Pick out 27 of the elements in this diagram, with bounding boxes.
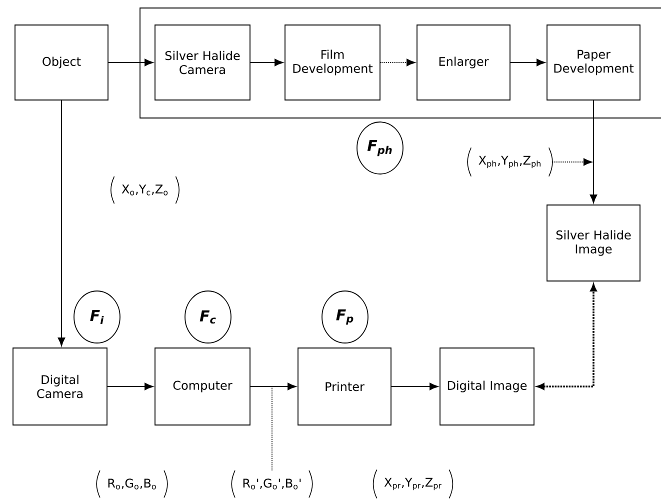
arrow xyxy=(250,382,296,390)
process-box: Digital Image xyxy=(440,348,534,426)
process-box: Object xyxy=(14,24,108,100)
process-box: Printer xyxy=(298,348,392,426)
arrow xyxy=(391,382,438,390)
process-box: Digital Camera xyxy=(12,348,108,426)
leader-line xyxy=(551,158,592,166)
arrow xyxy=(107,382,154,390)
group-box xyxy=(140,8,661,118)
process-box: Paper Development xyxy=(546,24,640,100)
arrow xyxy=(108,58,154,66)
arrow xyxy=(537,284,597,390)
process-box: Film Development xyxy=(284,24,380,100)
process-box: Silver Halide Image xyxy=(546,204,640,282)
coordinate-label: X$_{o}$,Y$_{c}$,Z$_{o}$ xyxy=(110,176,180,204)
coordinate-label: R$_{o}$,G$_{o}$,B$_{o}$ xyxy=(96,470,168,498)
arrow xyxy=(250,58,284,66)
coordinate-label: X$_{pr}$,Y$_{pr}$,Z$_{pr}$ xyxy=(372,469,454,499)
arrow xyxy=(510,58,546,66)
process-box: Computer xyxy=(154,348,250,426)
process-box: Silver Halide Camera xyxy=(154,24,250,100)
coordinate-label: R$_{o}$',G$_{o}$',B$_{o}$' xyxy=(231,470,313,498)
arrow xyxy=(58,100,66,346)
coordinate-label: X$_{ph}$,Y$_{ph}$,Z$_{ph}$ xyxy=(467,147,553,177)
arrow xyxy=(380,58,416,66)
process-box: Enlarger xyxy=(416,24,510,100)
arrow xyxy=(590,100,598,204)
